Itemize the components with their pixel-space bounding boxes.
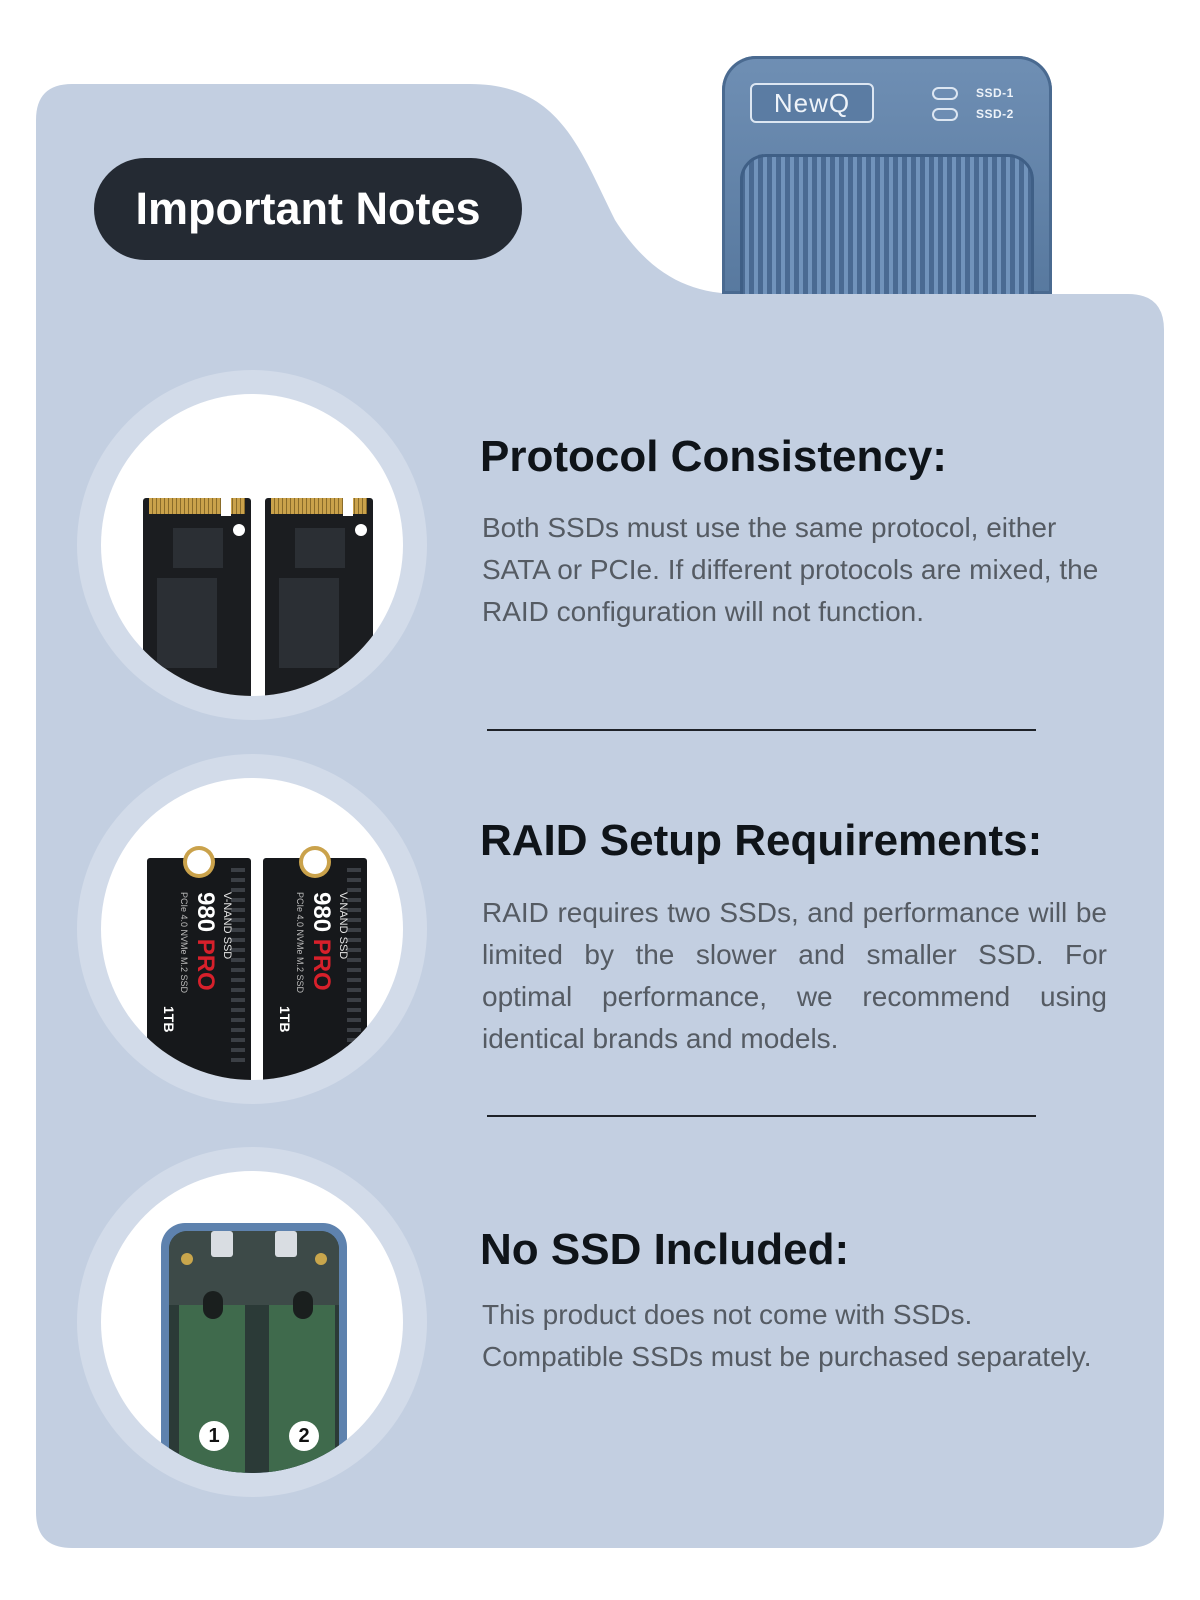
- ssd-stick: V-NAND SSD 980 PRO PCIe 4.0 NVMe M.2 SSD…: [147, 850, 251, 1080]
- section-body: Both SSDs must use the same protocol, ei…: [482, 512, 1099, 627]
- ssd-label-line: PCIe 4.0 NVMe M.2 SSD: [179, 892, 189, 994]
- section-divider: [487, 729, 1036, 731]
- ssd-model-suffix: PRO: [308, 938, 335, 991]
- section-heading: Protocol Consistency:: [480, 432, 947, 481]
- section-divider: [487, 1115, 1036, 1117]
- ssd-label-line: PCIe 4.0 NVMe M.2 SSD: [295, 892, 305, 994]
- brand-logo: NewQ: [750, 83, 874, 123]
- enclosure-product-image: NewQ SSD-1 SSD-2: [722, 56, 1052, 294]
- ssd-stick: [143, 498, 251, 696]
- section-heading: RAID Setup Requirements:: [480, 816, 1043, 865]
- slot-number-badge: 1: [199, 1421, 229, 1451]
- page-title: Important Notes: [94, 158, 522, 260]
- ssd-stick: V-NAND SSD 980 PRO PCIe 4.0 NVMe M.2 SSD…: [263, 850, 367, 1080]
- ssd-capacity: 1TB: [161, 1006, 177, 1033]
- section-heading: No SSD Included:: [480, 1225, 850, 1274]
- slot-number-badge: 2: [289, 1421, 319, 1451]
- ssd-model-suffix: PRO: [192, 938, 219, 991]
- open-enclosure-icon: 1 2: [101, 1171, 403, 1473]
- section-2-thumbnail: V-NAND SSD 980 PRO PCIe 4.0 NVMe M.2 SSD…: [77, 754, 427, 1104]
- ssd-model: 980: [192, 892, 219, 933]
- m2-ssd-pair-icon: [101, 394, 403, 696]
- section-body: RAID requires two SSDs, and performance …: [482, 897, 1107, 1054]
- section-1-thumbnail: [77, 370, 427, 720]
- ssd-label-line: V-NAND SSD: [221, 892, 233, 960]
- led-indicator-ssd-2: SSD-2: [932, 107, 1014, 121]
- section-3-thumbnail: 1 2: [77, 1147, 427, 1497]
- led-indicator-ssd-1: SSD-1: [932, 86, 1014, 100]
- led-label: SSD-1: [976, 86, 1014, 100]
- led-icon: [932, 86, 958, 100]
- ssd-model: 980: [308, 892, 335, 933]
- section-body: This product does not come with SSDs. Co…: [482, 1299, 1092, 1372]
- ssd-capacity: 1TB: [277, 1006, 293, 1033]
- ssd-stick: [265, 498, 373, 696]
- led-icon: [932, 107, 958, 121]
- ssd-label-line: V-NAND SSD: [337, 892, 349, 960]
- ssd-980-pro-pair-icon: V-NAND SSD 980 PRO PCIe 4.0 NVMe M.2 SSD…: [101, 778, 403, 1080]
- led-label: SSD-2: [976, 107, 1014, 121]
- open-enclosure: 1 2: [161, 1223, 347, 1473]
- vent-grille: [740, 154, 1034, 294]
